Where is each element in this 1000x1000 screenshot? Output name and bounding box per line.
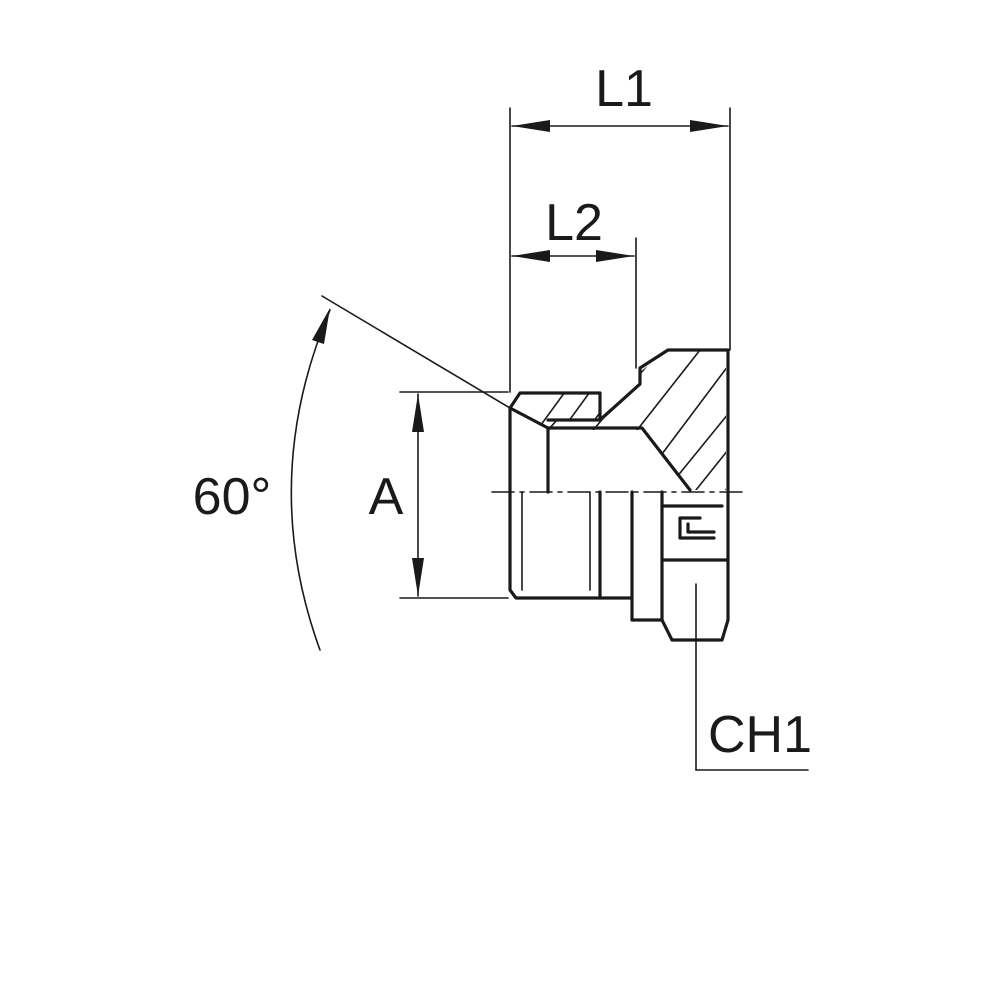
dimension-a: A [369,391,509,599]
label-angle: 60° [193,468,272,526]
dimension-angle: 60° [193,295,511,651]
dimension-l1: L1 [509,60,731,393]
label-l1: L1 [595,60,653,118]
section-hatching [548,350,726,490]
label-l2: L2 [545,194,603,252]
thread-hatching [529,392,600,428]
label-ch1: CH1 [708,706,812,764]
dimension-l2: L2 [511,194,637,369]
label-a: A [369,468,404,526]
dimension-ch1: CH1 [695,583,812,771]
brand-mark-icon [678,516,716,540]
